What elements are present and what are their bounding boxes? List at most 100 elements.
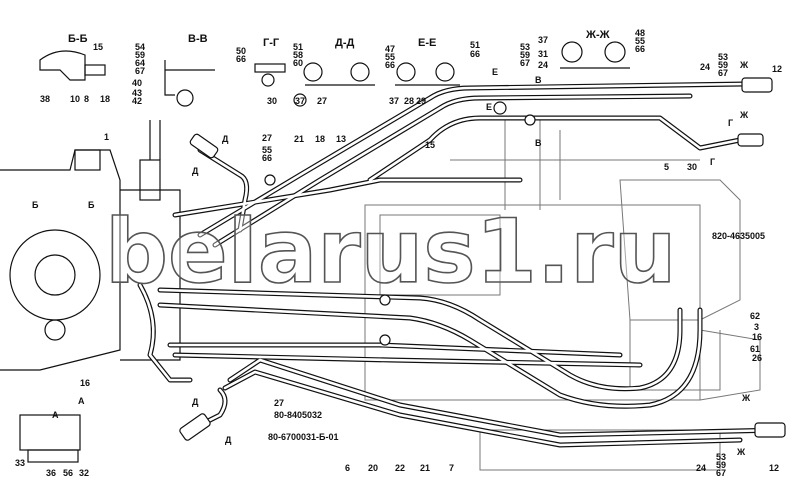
fittings [179,77,786,441]
callout-label: 7 [449,463,454,473]
callout-label: 37 [538,35,548,45]
callout-label: 1 [104,132,109,142]
callout-label: 55 [262,145,272,155]
callout-label: 50 [236,46,246,56]
callout-label: Д [225,435,232,445]
callout-label: 47 [385,44,395,54]
callout-label: 8 [84,94,89,104]
callout-label: 15 [93,42,103,52]
callout-label: 21 [420,463,430,473]
callout-label: 80-8405032 [274,410,322,420]
callout-label: 54 [135,42,145,52]
callout-label: 51 [293,42,303,52]
callout-label: 12 [769,463,779,473]
callout-label: 67 [716,468,726,478]
callout-label: 18 [100,94,110,104]
callout-label: 62 [750,311,760,321]
callout-label: 37 [389,96,399,106]
callout-label: 66 [262,153,272,163]
callout-label: 30 [687,162,697,172]
callout-label: 5 [664,162,669,172]
callout-label: 27 [317,96,327,106]
callout-label: 26 [752,353,762,363]
callout-label: В [535,75,542,85]
section-title: Д-Д [335,37,354,49]
callout-label: Д [192,397,199,407]
callout-label: 24 [696,463,706,473]
callout-label: 59 [716,460,726,470]
callout-label: 24 [538,60,548,70]
callout-label: 53 [718,52,728,62]
callout-label: 820-4635005 [712,231,765,241]
section-title: Б-Б [68,33,88,45]
section-title: Е-Е [418,37,436,49]
callout-label: А [52,410,59,420]
callout-label: 12 [772,64,782,74]
callout-label: 61 [750,344,760,354]
callout-label: 38 [40,94,50,104]
callout-label: 51 [470,40,480,50]
callout-label: 10 [70,94,80,104]
callout-label: Г [728,118,733,128]
callout-label: 40 [132,78,142,88]
callout-label: 16 [752,332,762,342]
callout-label: Б [88,200,95,210]
callout-label: 16 [80,378,90,388]
callout-label: 15 [425,140,435,150]
callout-label: 67 [135,66,145,76]
callout-label: 29 [416,96,426,106]
section-title: В-В [188,33,208,45]
callout-label: 66 [470,49,480,59]
callout-label: 32 [79,468,89,478]
pipes [137,81,783,448]
callout-label: Ж [739,60,749,70]
watermark: belarus1.ru [105,200,676,303]
callout-label: 58 [293,50,303,60]
callout-label: 48 [635,28,645,38]
callout-label: 59 [718,60,728,70]
callout-label: 56 [63,468,73,478]
callout-label: 67 [520,58,530,68]
callout-label: 64 [135,58,145,68]
callout-label: 20 [368,463,378,473]
callout-label: Д [192,166,199,176]
callout-label: 22 [395,463,405,473]
callout-label: 43 [132,88,142,98]
callout-label: 66 [236,54,246,64]
callout-label: 30 [267,96,277,106]
callout-label: 66 [385,60,395,70]
callout-label: Б [32,200,39,210]
callout-label: 60 [293,58,303,68]
callout-label: 53 [716,452,726,462]
section-title: Ж-Ж [585,29,610,41]
callout-label: 67 [718,68,728,78]
callout-label: 6 [345,463,350,473]
callout-label: 33 [15,458,25,468]
callout-label: 66 [635,44,645,54]
chassis-outline [364,120,761,471]
callout-label: 18 [315,134,325,144]
callout-label: Ж [736,447,746,457]
callout-label: 21 [294,134,304,144]
callout-label: Е [486,102,492,112]
callout-label: Г [710,157,715,167]
callout-label: 37 [295,96,305,106]
callout-label: 55 [385,52,395,62]
section-details [19,41,630,463]
callout-label: 27 [262,133,272,143]
callout-label: Д [222,134,229,144]
callout-label: Ж [741,393,751,403]
callout-label: 24 [700,62,710,72]
callout-label: 55 [635,36,645,46]
callout-label: Ж [739,110,749,120]
callout-label: 80-6700031-Б-01 [268,432,339,442]
transmission-housing [0,120,181,371]
callout-label: 13 [336,134,346,144]
callout-label: 31 [538,49,548,59]
callout-label: 27 [274,398,284,408]
callout-label: 36 [46,468,56,478]
